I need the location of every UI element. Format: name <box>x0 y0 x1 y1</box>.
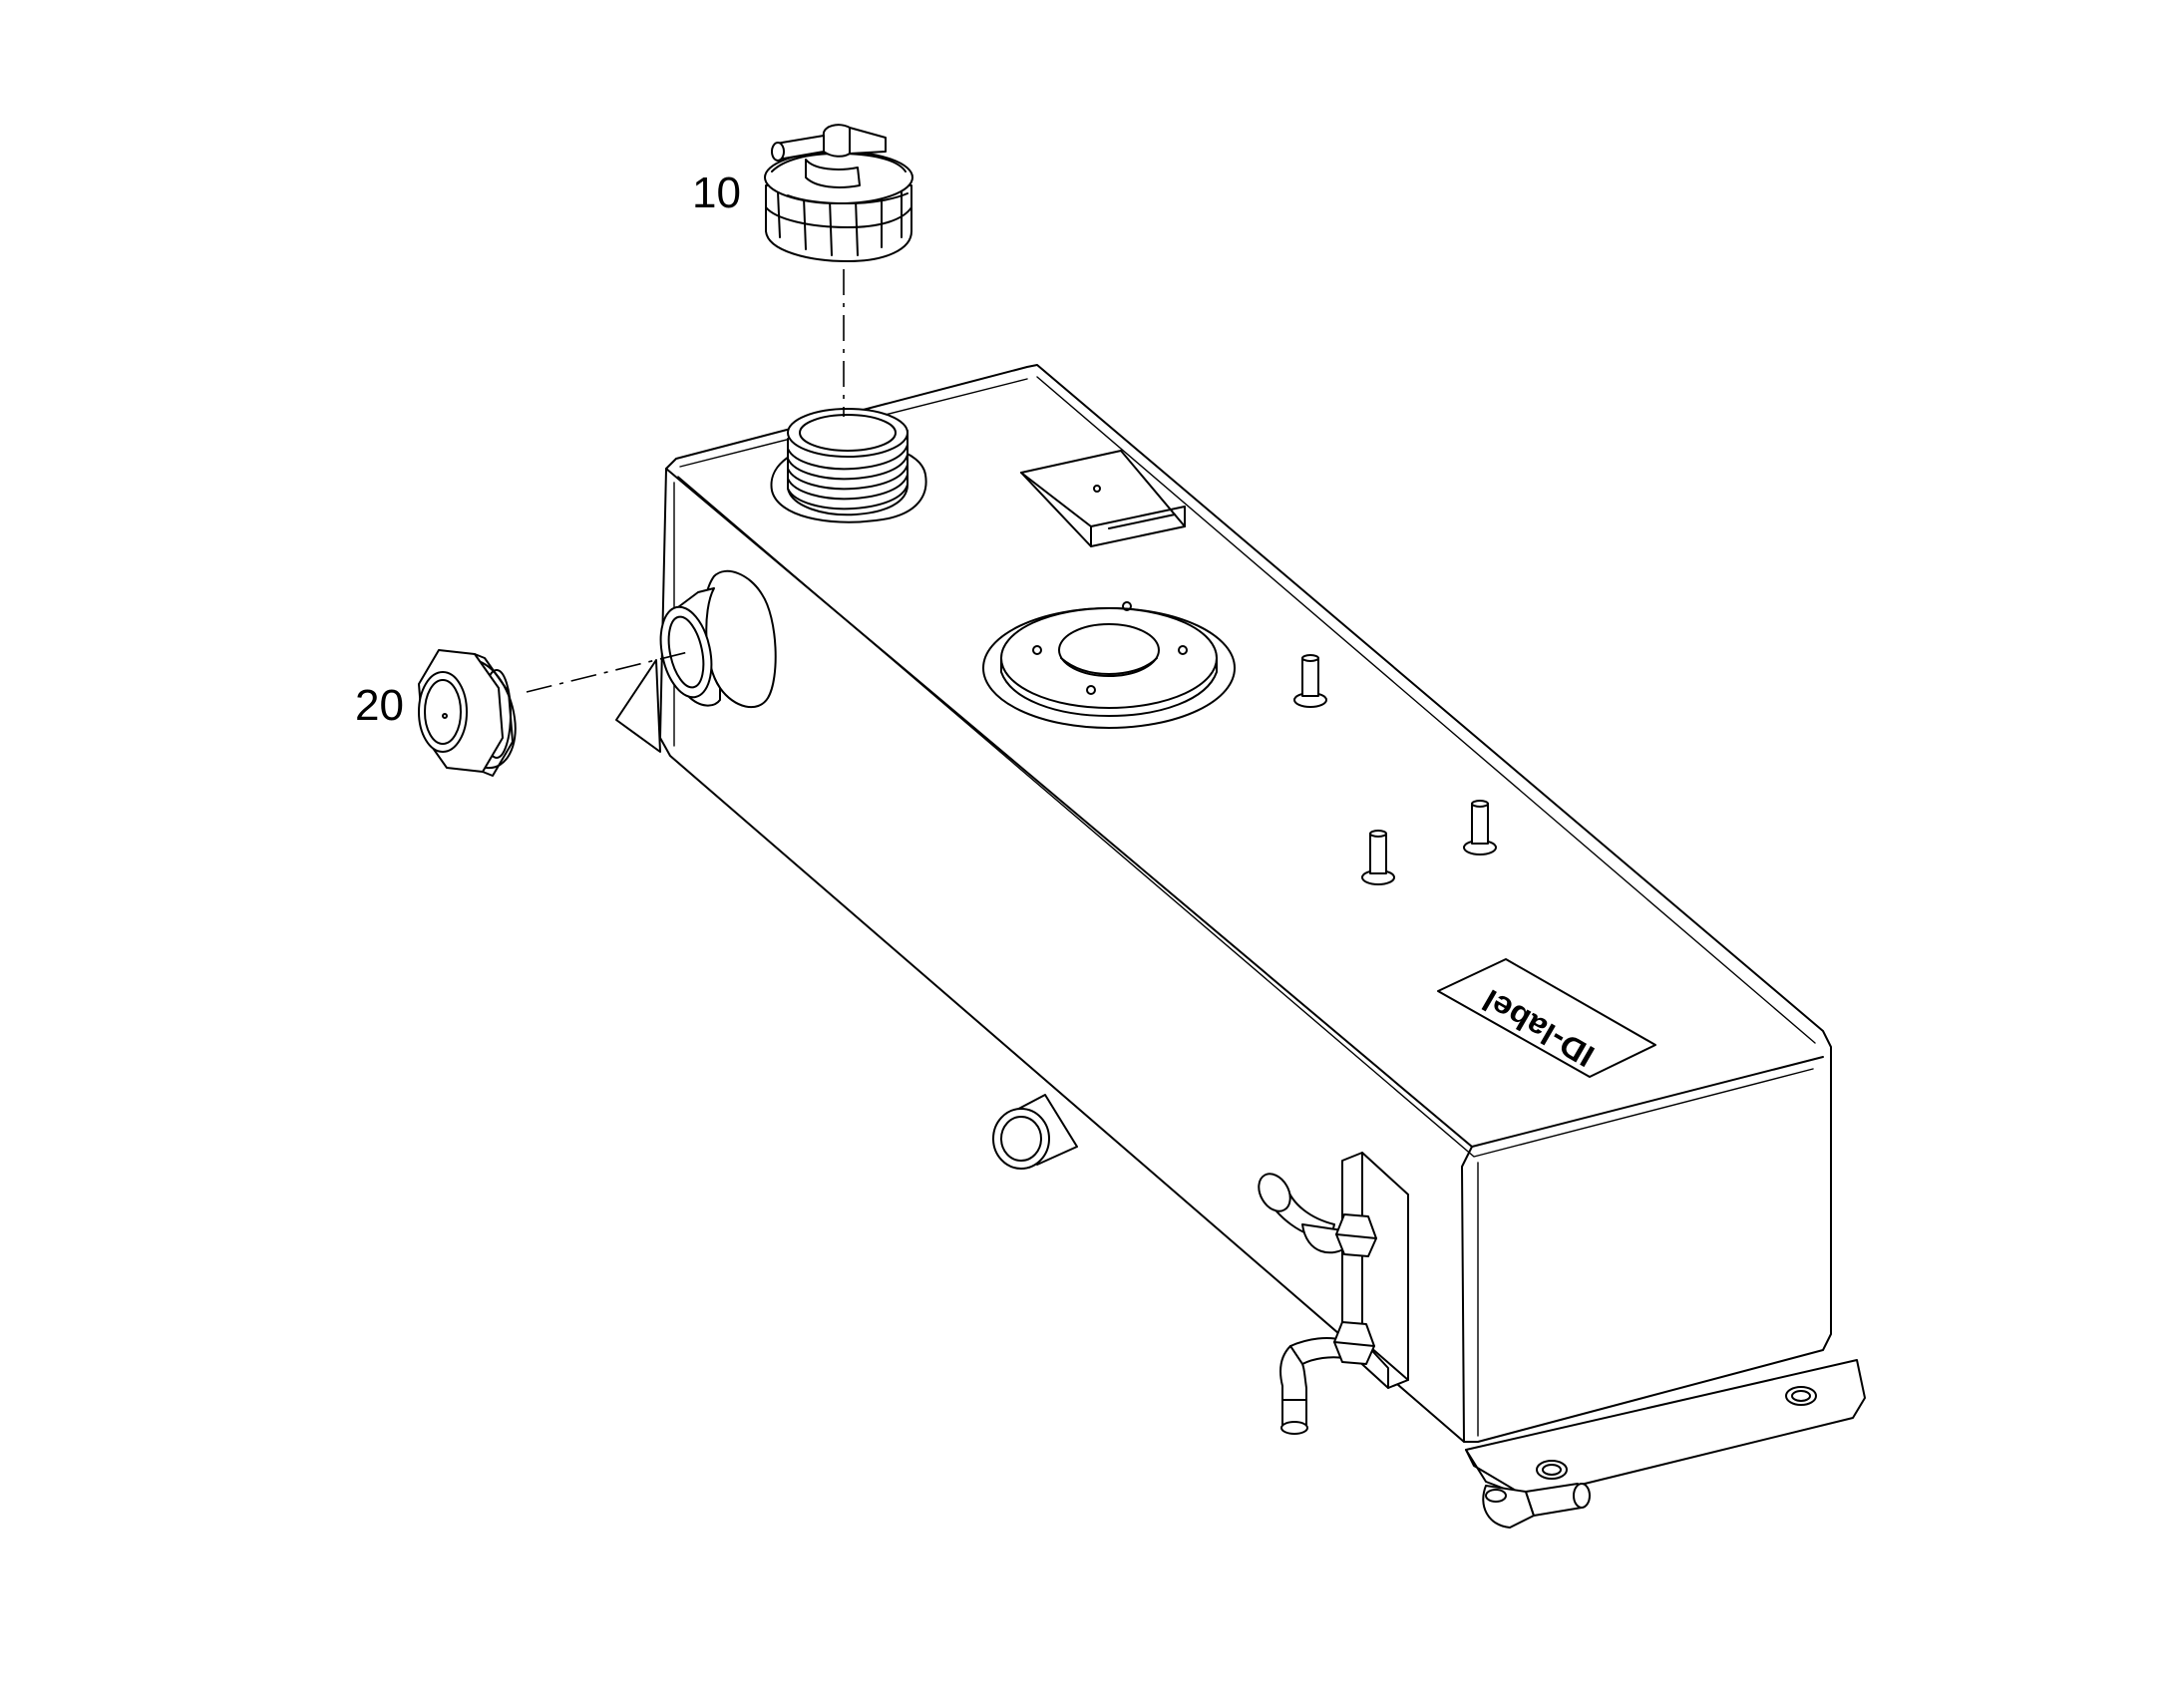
mounting-stud <box>1463 800 1497 855</box>
assembly-centerline-20 <box>526 651 689 693</box>
bottom-pipe-stub <box>992 1094 1078 1170</box>
callout-20: 20 <box>355 681 404 730</box>
lower-elbow-fitting <box>1279 1321 1375 1435</box>
mounting-bracket <box>1465 1359 1866 1499</box>
pump-mount-flange <box>982 601 1236 729</box>
reservoir-tank: ID-label <box>615 364 1866 1529</box>
sensor-pad <box>1020 450 1186 547</box>
upper-elbow-fitting <box>1258 1173 1377 1257</box>
mounting-stud <box>1361 830 1395 885</box>
sight-glass-part-20 <box>418 649 517 777</box>
filler-neck <box>770 408 927 523</box>
callout-10: 10 <box>692 169 741 217</box>
side-port <box>659 569 777 708</box>
mounting-stud <box>1293 654 1327 708</box>
left-flange-tab <box>615 659 661 753</box>
tank-shell <box>659 364 1832 1443</box>
filler-cap-part-10 <box>764 124 913 262</box>
bottom-elbow-fitting <box>1482 1483 1591 1529</box>
